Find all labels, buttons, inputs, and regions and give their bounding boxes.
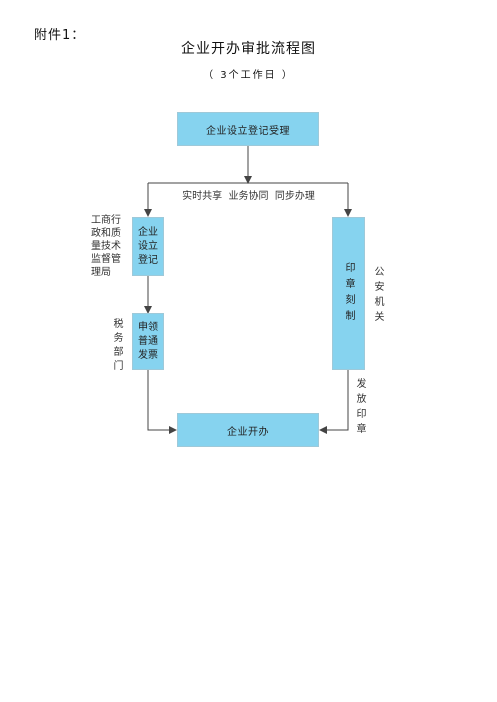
label-shared: 实时共享 业务协同 同步办理 xyxy=(182,191,315,202)
node-invoice-label: 申领 普通 发票 xyxy=(138,321,158,361)
node-seal-engraving-label: 印章刻制 xyxy=(343,261,354,326)
node-seal-engraving: 印章刻制 xyxy=(332,217,365,370)
node-enterprise-open: 企业开办 xyxy=(177,413,319,447)
node-enterprise-registration-label: 企业 设立 登记 xyxy=(138,226,158,266)
node-acceptance: 企业设立登记受理 xyxy=(177,112,319,146)
connector-seal-open xyxy=(319,370,349,434)
connector-invoice-open xyxy=(147,370,177,434)
label-police: 公安机关 xyxy=(372,266,383,326)
attachment-label: 附件1： xyxy=(34,28,86,43)
label-issue-seal: 发放印章 xyxy=(354,378,365,438)
node-acceptance-label: 企业设立登记受理 xyxy=(206,125,290,137)
node-enterprise-open-label: 企业开办 xyxy=(227,426,269,438)
node-enterprise-registration: 企业 设立 登记 xyxy=(132,217,164,276)
label-tax-dept: 税务部门 xyxy=(111,318,122,374)
node-invoice: 申领 普通 发票 xyxy=(132,313,164,370)
label-market-bureau: 工商行 政和质 量技术 监督管 理局 xyxy=(91,215,121,278)
page-title: 企业开办审批流程图 xyxy=(181,41,316,57)
page-subtitle: （ 3个工作日 ） xyxy=(203,70,294,81)
